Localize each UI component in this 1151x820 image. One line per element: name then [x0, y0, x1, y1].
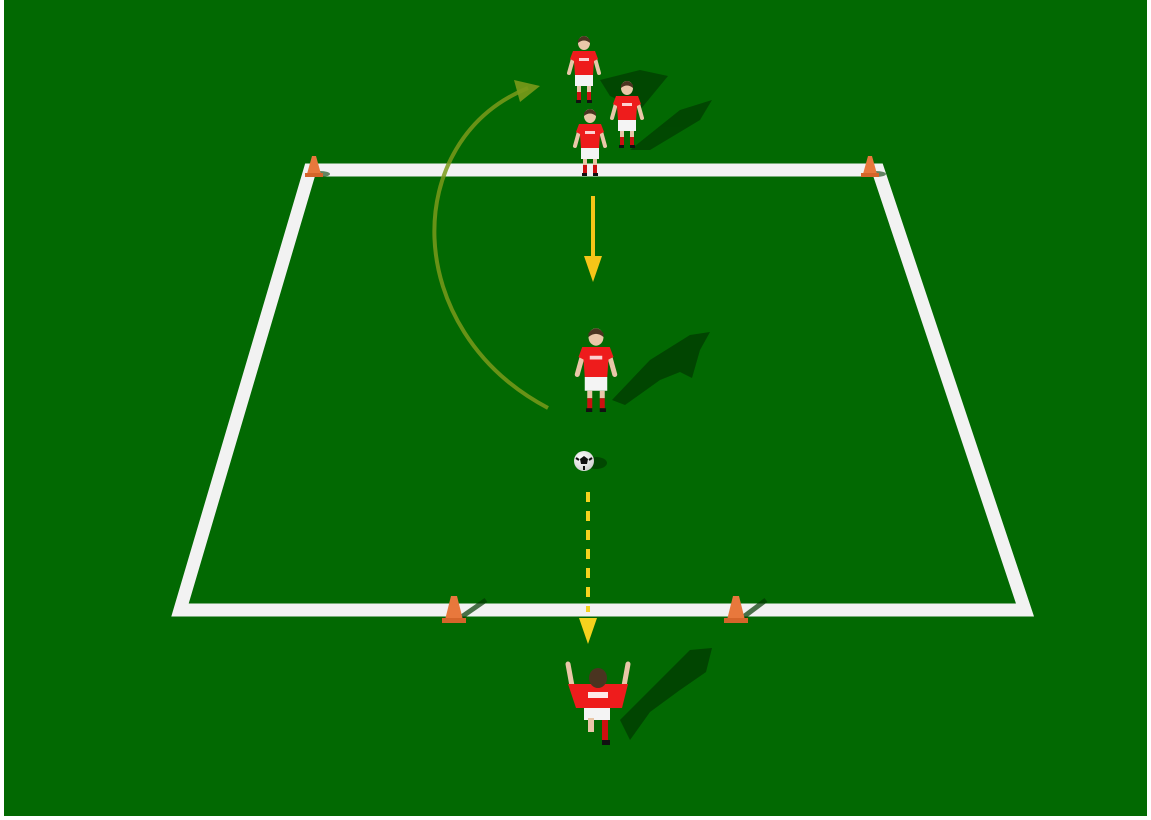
drill-diagram [0, 0, 1151, 820]
